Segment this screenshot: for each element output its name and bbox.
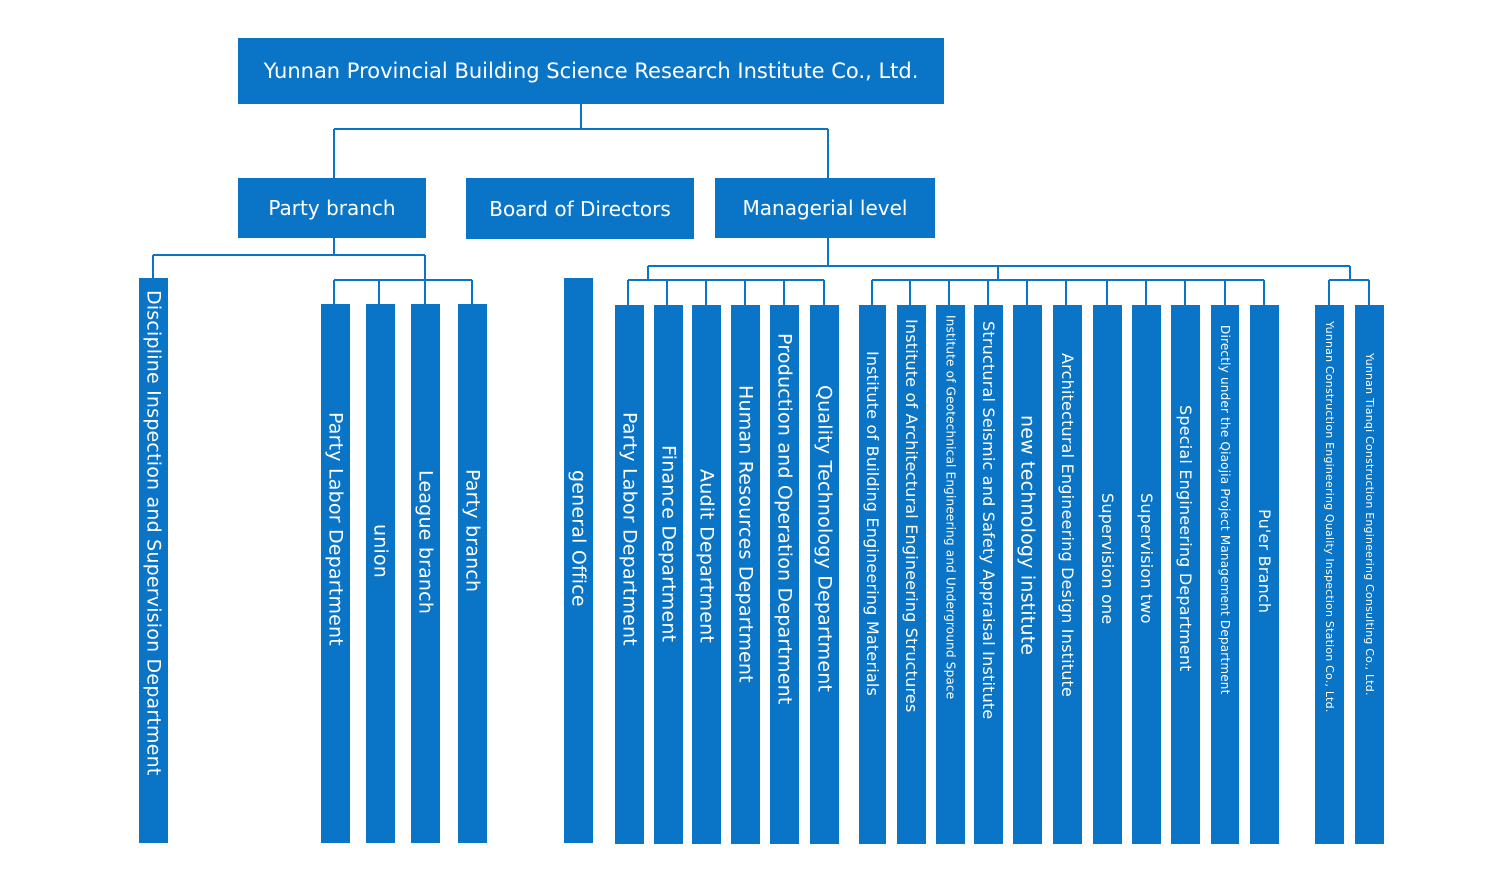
institute-node: new technology institute — [1013, 305, 1042, 844]
institute-label: Institute of Building Engineering Materi… — [863, 351, 882, 697]
discipline-inspection-label: Discipline Inspection and Supervision De… — [142, 290, 165, 776]
root-node-label: Yunnan Provincial Building Science Resea… — [263, 59, 919, 83]
institute-label: Institute of Geotechnical Engineering an… — [943, 315, 958, 700]
general-office-label: general Office — [567, 470, 590, 607]
institute-node: Directly under the Qiaojia Project Manag… — [1211, 305, 1239, 844]
mgmt-dept-node: Human Resources Department — [731, 305, 760, 844]
root-node-box: Yunnan Provincial Building Science Resea… — [238, 38, 944, 104]
general-office-node: general Office — [564, 278, 593, 843]
league-branch-node: League branch — [411, 304, 440, 843]
institute-label: Supervision one — [1098, 493, 1117, 625]
institute-node: Supervision one — [1093, 305, 1122, 844]
institute-label: Structural Seismic and Safety Appraisal … — [979, 321, 998, 720]
company-node: Yunnan Tianqi Construction Engineering C… — [1355, 305, 1384, 844]
institute-node: Special Engineering Department — [1171, 305, 1200, 844]
institute-node: Structural Seismic and Safety Appraisal … — [974, 305, 1003, 844]
institute-node: Pu'er Branch — [1250, 305, 1279, 844]
discipline-inspection-node: Discipline Inspection and Supervision De… — [139, 278, 168, 843]
board-of-directors-node: Board of Directors — [466, 178, 694, 239]
mgmt-dept-node: Production and Operation Department — [770, 305, 799, 844]
party-branch-node-label: Party branch — [268, 196, 396, 220]
union-node: union — [366, 304, 395, 843]
mgmt-dept-label: Audit Department — [695, 469, 718, 644]
institute-label: Architectural Engineering Design Institu… — [1058, 353, 1077, 698]
party-branch-node: Party branch — [238, 178, 426, 238]
institute-label: Pu'er Branch — [1255, 509, 1274, 614]
company-label: Yunnan Tianqi Construction Engineering C… — [1363, 353, 1376, 696]
mgmt-dept-label: Party Labor Department — [618, 412, 641, 646]
party-labor-label: Party Labor Department — [324, 412, 347, 646]
institute-node: Institute of Architectural Engineering S… — [897, 305, 926, 844]
institute-node: Institute of Geotechnical Engineering an… — [936, 305, 965, 844]
party-branch-sub-node: Party branch — [458, 304, 487, 843]
institute-label: Directly under the Qiaojia Project Manag… — [1218, 325, 1232, 695]
mgmt-dept-node: Quality Technology Department — [810, 305, 839, 844]
mgmt-dept-node: Audit Department — [692, 305, 721, 844]
party-labor-node: Party Labor Department — [321, 304, 350, 843]
company-node: Yunnan Construction Engineering Quality … — [1315, 305, 1344, 844]
mgmt-dept-label: Production and Operation Department — [773, 333, 796, 705]
board-of-directors-node-label: Board of Directors — [489, 196, 671, 221]
institute-node: Architectural Engineering Design Institu… — [1053, 305, 1082, 844]
party-branch-sub-label: Party branch — [461, 469, 484, 593]
mgmt-dept-node: Party Labor Department — [615, 305, 644, 844]
institute-node: Supervision two — [1132, 305, 1161, 844]
league-branch-label: League branch — [414, 470, 437, 615]
institute-label: Special Engineering Department — [1176, 405, 1195, 672]
union-label: union — [369, 524, 392, 579]
managerial-level-node: Managerial level — [715, 178, 935, 238]
mgmt-dept-label: Human Resources Department — [734, 385, 757, 683]
mgmt-dept-label: Finance Department — [657, 445, 680, 643]
institute-label: Institute of Architectural Engineering S… — [902, 319, 921, 713]
company-label: Yunnan Construction Engineering Quality … — [1323, 321, 1336, 713]
institute-node: Institute of Building Engineering Materi… — [859, 305, 886, 844]
mgmt-dept-node: Finance Department — [654, 305, 683, 844]
mgmt-dept-label: Quality Technology Department — [813, 385, 836, 693]
institute-label: Supervision two — [1137, 493, 1156, 624]
institute-label: new technology institute — [1016, 415, 1039, 656]
managerial-level-node-label: Managerial level — [742, 196, 908, 220]
